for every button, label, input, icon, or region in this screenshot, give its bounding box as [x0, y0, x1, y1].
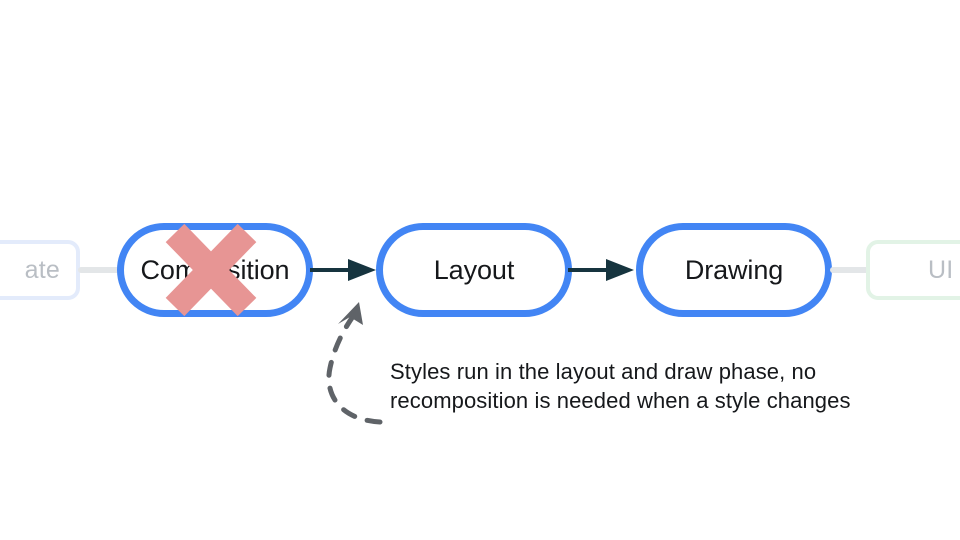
- connector-state-to-composition: [78, 267, 122, 273]
- edge-box-state-label: ate: [24, 255, 60, 284]
- phase-label-layout: Layout: [433, 254, 515, 285]
- phase-label-drawing: Drawing: [684, 254, 784, 285]
- callout-annotation-text: Styles run in the layout and draw phase,…: [390, 359, 851, 413]
- flow-arrow-composition-to-layout: [310, 259, 376, 281]
- connector-drawing-to-ui: [830, 267, 870, 273]
- edge-box-ui-label: UI: [928, 255, 954, 284]
- flow-arrow-layout-to-drawing: [568, 259, 634, 281]
- phase-pill-drawing[interactable]: Drawing: [636, 223, 832, 317]
- edge-box-ui: UI: [866, 240, 960, 300]
- cross-out-icon: [165, 223, 257, 317]
- edge-box-state: ate: [0, 240, 80, 300]
- callout-dashed-arrow-icon: [326, 302, 383, 425]
